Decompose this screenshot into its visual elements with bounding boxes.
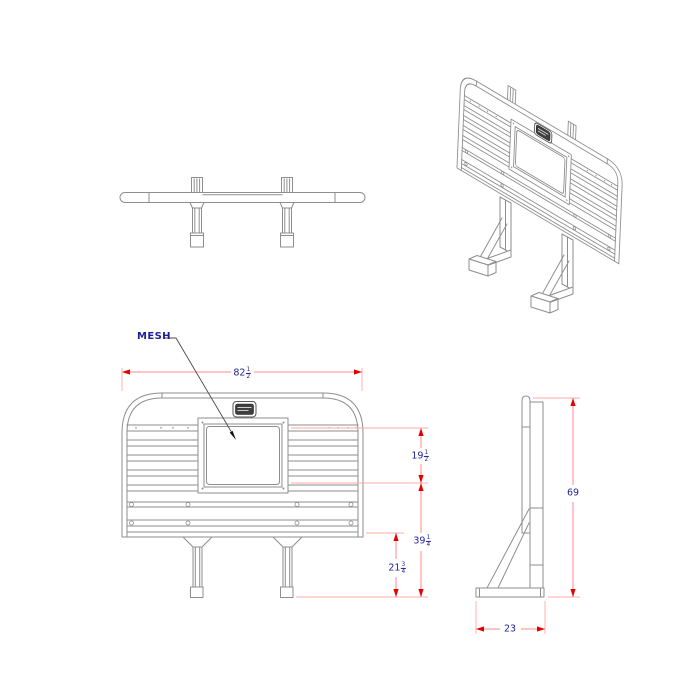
iso-leg: [468, 196, 512, 277]
dim-overall-height: 69: [565, 487, 581, 499]
dim-whole: 19: [411, 450, 424, 462]
dimension-annotations: [121, 337, 580, 634]
brand-logo-badge: [533, 122, 553, 144]
side-panel-edge: [521, 395, 531, 534]
top-view: [119, 177, 366, 248]
isometric-view: [456, 77, 623, 314]
side-view: [475, 395, 545, 598]
mesh-label: MESH: [137, 331, 171, 342]
top-view-bar: [119, 192, 366, 203]
dim-base-depth: 23: [502, 623, 518, 635]
dim-whole: 82: [233, 367, 246, 379]
dim-whole: 21: [388, 562, 401, 574]
brand-logo-badge: [232, 401, 257, 418]
dim-whole: 39: [413, 535, 426, 547]
front-mesh-window: [197, 417, 289, 494]
front-view: [121, 392, 364, 598]
